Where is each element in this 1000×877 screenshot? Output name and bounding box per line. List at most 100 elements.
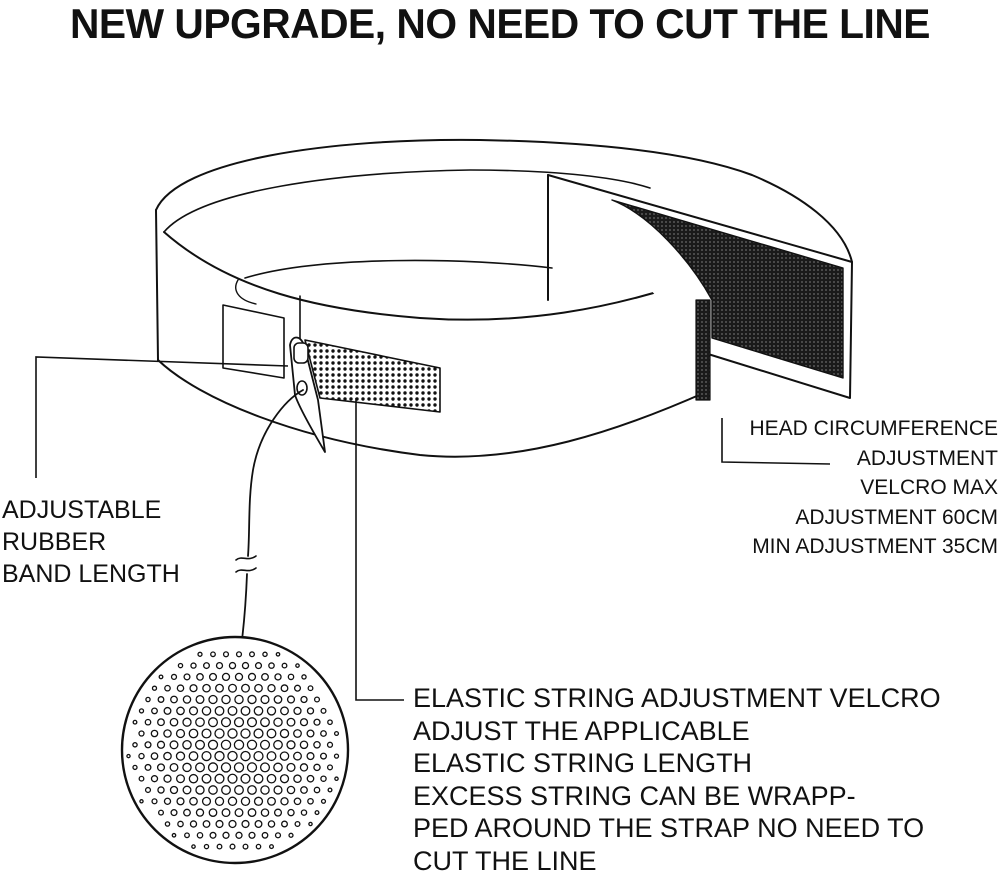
ball-dimple [178, 663, 182, 667]
ball-dimple [190, 798, 197, 805]
ball-dimple [241, 797, 249, 805]
ball-dimple [183, 741, 191, 749]
ball-dimple [307, 775, 313, 781]
rubber-band-leader-line [36, 357, 288, 478]
ball-dimple [235, 673, 242, 680]
rubber-band-label-line-3: BAND LENGTH [2, 558, 180, 590]
ball-dimple [328, 765, 333, 770]
ball-dimple [255, 797, 263, 805]
ball-dimple [145, 742, 151, 748]
elastic-string-label-line-5: PED AROUND THE STRAP NO NEED TO [413, 812, 941, 845]
ball-dimple [209, 763, 218, 772]
ball-dimple [236, 832, 242, 838]
ball-dimple [228, 797, 236, 805]
ball-dimple [294, 752, 302, 760]
ball-dimple [139, 754, 144, 759]
ball-dimple [183, 786, 191, 794]
ball-dimple [196, 740, 205, 749]
ball-dimple [164, 752, 171, 759]
ball-dimple [261, 809, 268, 816]
ball-dimple [254, 774, 263, 783]
ball-dimple [164, 708, 171, 715]
ball-dimple [177, 775, 185, 783]
ball-dimple [307, 753, 314, 760]
ball-dimple [262, 674, 269, 681]
ball-dimple [294, 730, 302, 738]
ball-dimple [191, 663, 196, 668]
ball-dimple [321, 731, 327, 737]
ball-dimple [170, 719, 177, 726]
ball-dimple [164, 798, 170, 804]
ball-dimple [275, 674, 281, 680]
ball-dimple [321, 753, 327, 759]
ball-dimple [216, 684, 224, 692]
ball-dimple [171, 696, 178, 703]
ball-dimple [288, 696, 295, 703]
ball-dimple [301, 696, 307, 702]
ball-dimple [145, 765, 151, 771]
ball-dimple [164, 775, 171, 782]
ball-dimple [197, 833, 202, 838]
ball-dimple [261, 718, 270, 727]
elastic-string-label-line-2: ADJUST THE APPLICABLE [413, 715, 941, 748]
ball-dimple [243, 844, 248, 849]
ball-dimple [261, 696, 269, 704]
ball-dimple [262, 833, 268, 839]
ball-dimple [133, 765, 137, 769]
ball-dimple [140, 800, 143, 803]
ball-dimple [185, 833, 190, 838]
ball-dimple [255, 684, 262, 691]
headband-illustration-icon [156, 140, 852, 457]
ball-dimple [300, 764, 307, 771]
ball-dimple [172, 834, 175, 837]
ball-dimple [139, 776, 144, 781]
ball-dimple [308, 686, 313, 691]
ball-dimple [321, 709, 326, 714]
ball-dimple [276, 833, 281, 838]
ball-dimple [314, 764, 320, 770]
ball-dimple [170, 741, 178, 749]
ball-dimple [222, 809, 230, 817]
ball-dimple [190, 685, 197, 692]
ball-dimple [228, 729, 237, 738]
ball-dimple [307, 708, 313, 714]
ball-dimple [204, 845, 208, 849]
ball-dimple [209, 786, 217, 794]
ball-dimple [133, 743, 137, 747]
ball-dimple [202, 729, 211, 738]
elastic-string-label-line-3: ELASTIC STRING LENGTH [413, 747, 941, 780]
ball-dimple [229, 821, 236, 828]
ball-dimple [127, 755, 130, 758]
ball-dimple [281, 775, 289, 783]
ball-dimple [274, 786, 282, 794]
ball-dimple [170, 786, 177, 793]
ball-dimple [248, 763, 257, 772]
ball-dimple [235, 718, 244, 727]
ball-dimple [267, 707, 275, 715]
ball-dimple [139, 731, 144, 736]
ball-dimple [309, 822, 312, 825]
ball-dimple [296, 664, 299, 667]
ball-dimple [267, 729, 276, 738]
ball-dimple [210, 674, 217, 681]
ball-dimple [248, 718, 257, 727]
ball-dimple [274, 696, 281, 703]
ball-dimple [247, 740, 256, 749]
ball-dimple [249, 673, 256, 680]
ball-dimple [215, 774, 224, 783]
ball-dimple [196, 786, 204, 794]
ball-dimple [241, 729, 250, 738]
ball-dimple [321, 776, 326, 781]
ball-dimple [255, 821, 262, 828]
ball-dimple [282, 821, 288, 827]
head-circumference-label-line-5: MIN ADJUSTMENT 35CM [749, 532, 998, 562]
ball-dimple [222, 786, 231, 795]
ball-dimple [237, 652, 242, 657]
ball-dimple [158, 764, 165, 771]
ball-dimple [235, 786, 244, 795]
ball-dimple [165, 686, 170, 691]
ball-dimple [196, 718, 204, 726]
ball-dimple [202, 707, 210, 715]
ball-dimple [183, 763, 191, 771]
ball-dimple [177, 798, 184, 805]
